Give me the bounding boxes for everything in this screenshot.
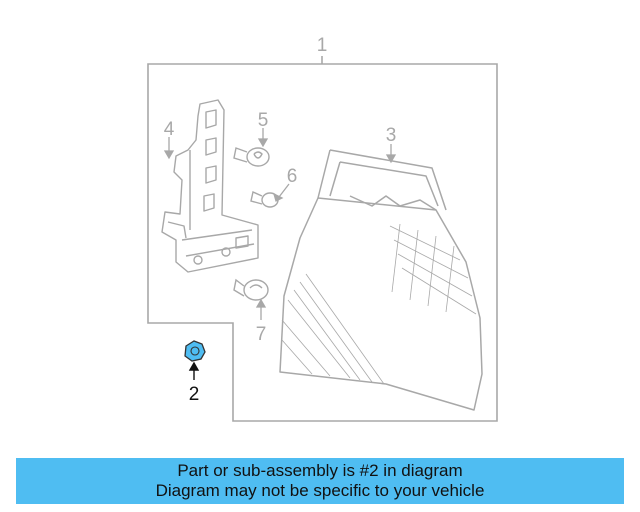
bracket-housing-part	[161, 99, 259, 273]
callout-3: 3	[386, 125, 397, 146]
info-banner: Part or sub-assembly is #2 in diagram Di…	[16, 458, 624, 504]
callout-2: 2	[189, 384, 200, 405]
bulb-5-part	[233, 147, 270, 167]
nut-part-2-highlighted	[184, 340, 206, 362]
banner-line-1: Part or sub-assembly is #2 in diagram	[177, 461, 463, 480]
callout-6: 6	[287, 166, 298, 187]
bulb-7-part	[233, 278, 269, 301]
callout-1: 1	[317, 35, 328, 56]
callout-5: 5	[258, 110, 269, 131]
leader-line-2	[188, 361, 200, 380]
parts-diagram: 1 2 3 4 5 6 7	[147, 35, 498, 422]
assembly-outline	[147, 56, 498, 422]
banner-line-2: Diagram may not be specific to your vehi…	[155, 481, 485, 500]
callout-7: 7	[256, 324, 267, 345]
leader-lines	[163, 128, 397, 320]
lamp-lens-part	[279, 149, 483, 411]
callout-4: 4	[164, 119, 175, 140]
